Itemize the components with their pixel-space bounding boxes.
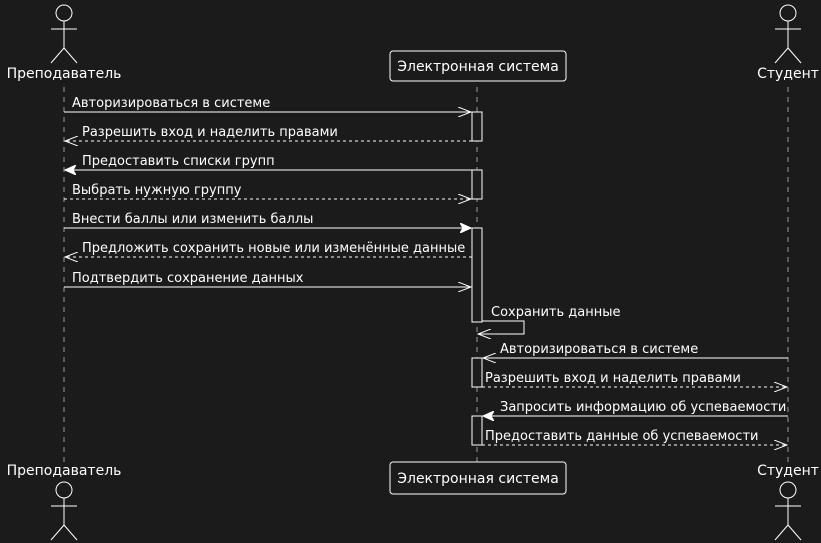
participant-box (389, 50, 567, 82)
message-8: Авторизироваться в системе (483, 342, 788, 358)
message-9: Разрешить вход и наделить правами (482, 371, 787, 387)
message-label: Предложить сохранить новые или изменённы… (82, 241, 465, 256)
actor-icon (774, 481, 802, 541)
participant-system-bottom: Электронная система (389, 461, 567, 495)
message-label: Подтвердить сохранение данных (72, 271, 304, 286)
message-11: Предоставить данные об успеваемости (482, 429, 787, 445)
participant-box (389, 461, 567, 495)
actor-icon (774, 4, 802, 64)
actor-student-bottom: Студент (757, 463, 819, 541)
activation-bar (471, 227, 483, 323)
activation-bar (471, 357, 483, 388)
actor-icon (50, 4, 78, 64)
actor-teacher-top: Преподаватель (7, 4, 122, 82)
message-label: Предоставить списки групп (82, 154, 275, 169)
message-label: Авторизироваться в системе (72, 96, 270, 111)
message-1: Разрешить вход и наделить правами (65, 125, 472, 141)
message-label: Внести баллы или изменить баллы (72, 212, 313, 227)
message-3: Выбрать нужную группу (64, 183, 471, 199)
message-10: Запросить информацию об успеваемости (483, 400, 788, 416)
message-label: Выбрать нужную группу (72, 183, 242, 198)
message-label: Сохранить данные (491, 305, 620, 320)
message-label: Разрешить вход и наделить правами (82, 125, 338, 140)
participant-label-system: Электронная система (397, 59, 559, 75)
activation-bar (471, 415, 483, 446)
actor-icon (50, 481, 78, 541)
actor-teacher-bottom: Преподаватель (7, 463, 122, 541)
message-6: Подтвердить сохранение данных (64, 271, 471, 287)
participant-label-teacher: Преподаватель (7, 463, 122, 479)
participant-system-top: Электронная система (389, 50, 567, 82)
message-2: Предоставить списки групп (65, 154, 472, 170)
message-0: Авторизироваться в системе (64, 96, 471, 112)
message-label: Разрешить вход и наделить правами (485, 371, 741, 386)
message-label: Запросить информацию об успеваемости (500, 400, 786, 415)
message-4: Внести баллы или изменить баллы (64, 212, 471, 228)
message-5: Предложить сохранить новые или изменённы… (65, 241, 472, 257)
participant-label-system: Электронная система (397, 471, 559, 487)
participant-label-student: Студент (757, 66, 819, 82)
message-7-self: Сохранить данные (478, 305, 620, 334)
message-label: Авторизироваться в системе (500, 342, 698, 357)
participant-label-student: Студент (757, 463, 819, 479)
message-arrow (478, 320, 525, 334)
message-label: Предоставить данные об успеваемости (485, 429, 758, 444)
activation-bar (471, 111, 483, 142)
participant-label-teacher: Преподаватель (7, 66, 122, 82)
activation-bar (471, 169, 483, 200)
actor-student-top: Студент (757, 4, 819, 82)
